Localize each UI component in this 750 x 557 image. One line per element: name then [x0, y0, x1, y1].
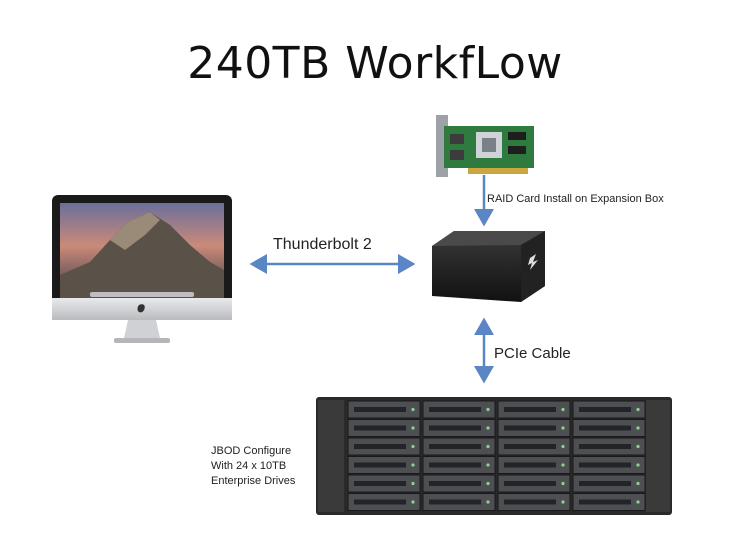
drive-bay-handle [354, 407, 406, 412]
drive-bay-handle [504, 462, 556, 468]
drive-bay-led [636, 426, 640, 430]
jbod-chassis-icon [316, 397, 672, 515]
drive-bay-led [561, 426, 565, 430]
drive-bay-led [561, 407, 565, 412]
drive-bay-handle [354, 462, 406, 468]
jbod-label-line: Enterprise Drives [211, 475, 296, 487]
drive-bay-led [486, 463, 490, 467]
drive-bay-led [411, 463, 415, 467]
drive-bay-led [636, 444, 640, 449]
drive-bay-led [636, 407, 640, 412]
drive-bay-led [486, 481, 490, 486]
drive-bay-led [411, 444, 415, 449]
drive-bay-handle [579, 444, 631, 449]
jbod-label-line: JBOD Configure [211, 445, 292, 457]
drive-bay-led [486, 500, 490, 504]
drive-bay-led [486, 444, 490, 449]
jbod-label-line: With 24 x 10TB [211, 460, 287, 472]
drive-bay-handle [429, 462, 481, 468]
drive-bay-handle [579, 499, 631, 505]
pcie-label: PCIe Cable [494, 345, 571, 362]
drive-bay-handle [504, 481, 556, 486]
drive-bay-handle [429, 499, 481, 505]
drive-bay-handle [579, 407, 631, 412]
drive-bay-handle [354, 444, 406, 449]
drive-bay-led [561, 500, 565, 504]
drive-bay-handle [429, 425, 481, 431]
raid-card-label: RAID Card Install on Expansion Box [487, 193, 664, 205]
jbod-label: JBOD Configure With 24 x 10TB Enterprise… [211, 444, 331, 489]
drive-bay-handle [504, 425, 556, 431]
drive-bay-led [411, 500, 415, 504]
drive-bay-handle [579, 425, 631, 431]
drive-bay-led [486, 407, 490, 412]
drive-bay-handle [429, 407, 481, 412]
thunderbolt-label: Thunderbolt 2 [273, 236, 372, 253]
diagram-title: 240TB WorkfLow [187, 38, 563, 89]
drive-bay-handle [504, 499, 556, 505]
drive-bay-handle [429, 444, 481, 449]
raid-card-icon [436, 115, 534, 177]
drive-bay-handle [579, 462, 631, 468]
drive-bay-handle [504, 407, 556, 412]
drive-bay-handle [504, 444, 556, 449]
drive-bay-handle [429, 481, 481, 486]
drive-bay-led [561, 444, 565, 449]
drive-bay-led [411, 407, 415, 412]
drive-bay-handle [354, 481, 406, 486]
drive-bay-led [636, 481, 640, 486]
drive-bay-led [411, 481, 415, 486]
drive-bay-led [561, 463, 565, 467]
expansion-box-icon [432, 231, 545, 302]
drive-bay-handle [354, 499, 406, 505]
drive-bay-led [486, 426, 490, 430]
drive-bay-led [561, 481, 565, 486]
drive-bay-led [636, 463, 640, 467]
imac-icon [52, 195, 232, 343]
drive-bay-led [636, 500, 640, 504]
drive-bay-handle [579, 481, 631, 486]
drive-bay-handle [354, 425, 406, 431]
drive-bay-led [411, 426, 415, 430]
